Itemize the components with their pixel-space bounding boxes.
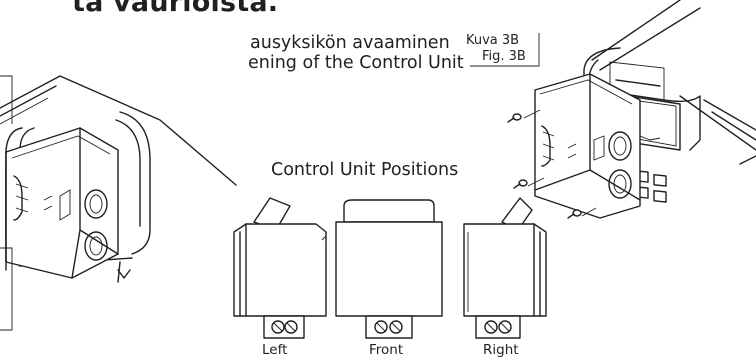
position-label-front: Front [369,342,404,358]
position-label-left: Left [262,342,288,358]
left-opened-unit-drawing [0,75,237,331]
caption-finnish: ausyksikön avaaminen [250,33,450,53]
position-front-drawing [335,199,443,339]
position-right-drawing [463,197,547,339]
position-label-right: Right [483,342,519,358]
page-heading: ta vaurioista. [72,0,279,18]
figure-label-english: Fig. 3B [482,49,526,64]
right-exploded-unit-drawing [470,0,756,219]
screws [507,113,582,219]
position-left-drawing [233,197,327,339]
caption-english: ening of the Control Unit [248,53,464,73]
positions-title: Control Unit Positions [271,160,459,180]
figure-label-finnish: Kuva 3B [466,33,520,48]
